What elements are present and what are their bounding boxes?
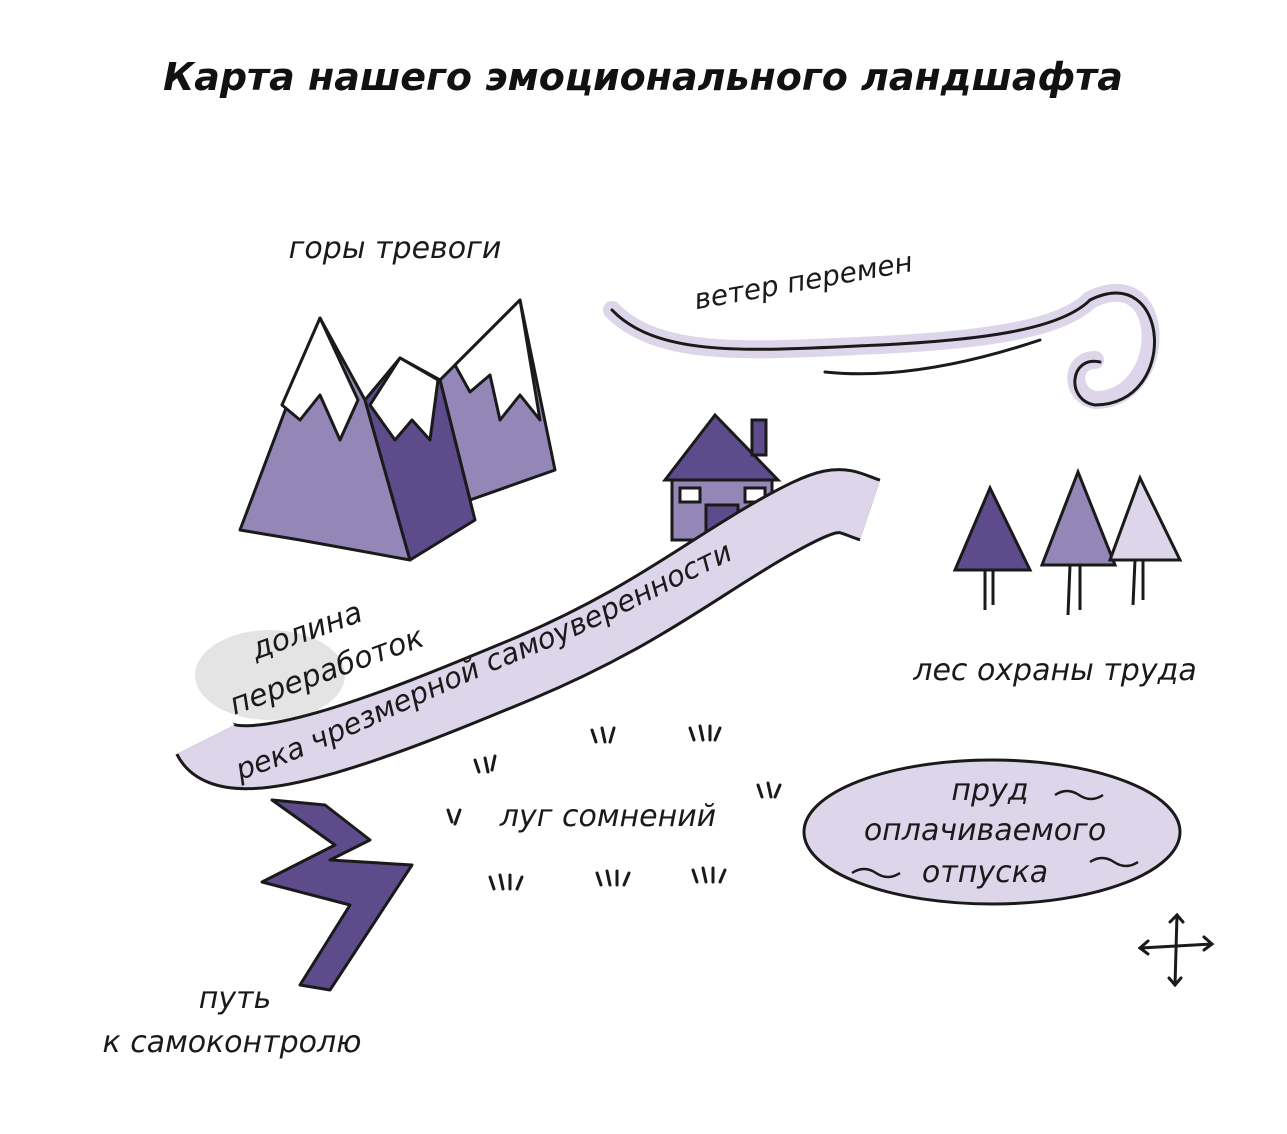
river-illustration — [175, 468, 881, 791]
pond-shape — [802, 758, 1182, 906]
label-meadow: луг сомнений — [499, 799, 716, 834]
compass-rose-icon — [1137, 912, 1215, 988]
label-mountains: горы тревоги — [289, 231, 502, 266]
label-wind: ветер перемен — [692, 245, 916, 316]
pond-waves — [851, 789, 1139, 879]
forest-illustration — [952, 467, 1183, 616]
label-pond-line3: отпуска — [922, 855, 1048, 890]
label-path-line2: к самоконтролю — [103, 1025, 362, 1060]
label-pond-line1: пруд — [951, 773, 1028, 808]
wind-illustration — [603, 283, 1160, 410]
label-path-line1: путь — [199, 981, 272, 1016]
label-forest: лес охраны труда — [912, 653, 1196, 688]
meadow-grass-icons — [446, 724, 782, 891]
map-title: Карта нашего эмоционального ландшафта — [163, 55, 1123, 99]
valley-area — [195, 630, 345, 720]
label-pond-line2: оплачиваемого — [864, 813, 1106, 848]
mountains-illustration — [238, 298, 557, 562]
lightning-bolt-icon — [260, 798, 414, 992]
